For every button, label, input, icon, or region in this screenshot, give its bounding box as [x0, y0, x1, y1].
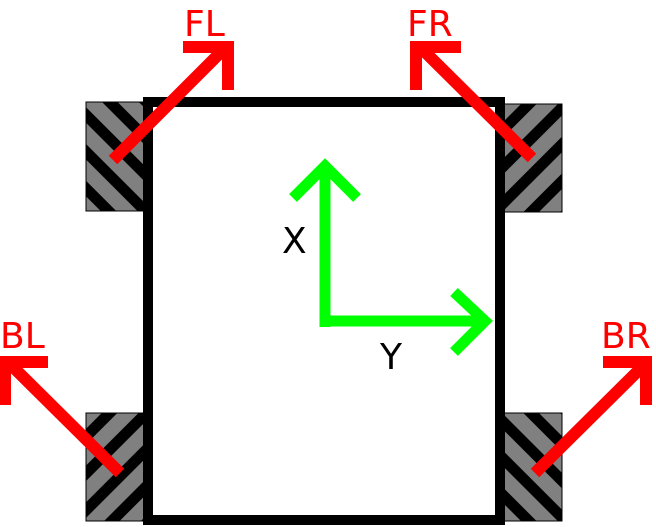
- arrow-back-left: [0, 356, 125, 478]
- label-front-right: FR: [407, 4, 453, 45]
- label-back-right: BR: [601, 316, 651, 357]
- label-back-left: BL: [0, 316, 45, 357]
- arrow-front-left: [108, 41, 234, 165]
- arrow-front-right: [410, 41, 537, 163]
- x-axis-arrow: [289, 158, 361, 327]
- wheel-front-right: [503, 103, 563, 213]
- y-axis-arrow: [320, 287, 493, 356]
- label-y-axis: Y: [379, 337, 403, 378]
- arrow-back-right: [530, 356, 652, 478]
- label-x-axis: X: [282, 221, 307, 262]
- label-front-left: FL: [184, 4, 225, 45]
